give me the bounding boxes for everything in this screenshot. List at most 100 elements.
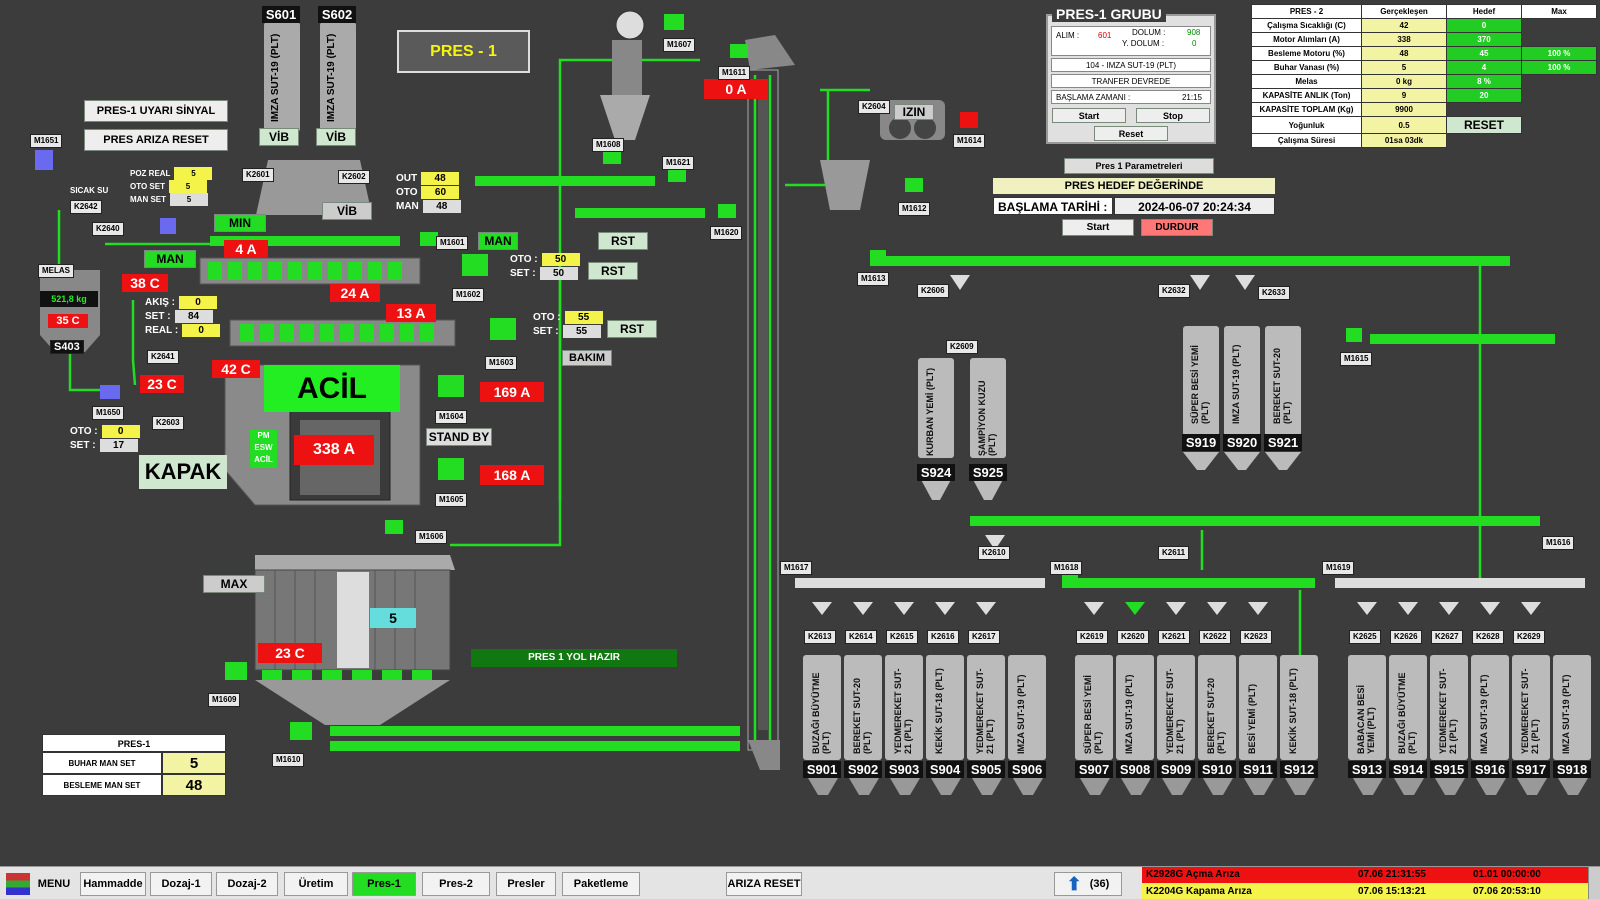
menu-button[interactable]: MENU xyxy=(37,878,71,890)
izin-button[interactable]: IZIN xyxy=(894,104,934,120)
tag-m1611: M1611 xyxy=(718,66,751,80)
group-stop-button[interactable]: Stop xyxy=(1136,108,1210,123)
bakim-button[interactable]: BAKIM xyxy=(562,350,612,366)
tab-hammadde[interactable]: Hammadde xyxy=(80,872,146,896)
real-row: REAL :0 xyxy=(145,324,221,337)
group-reset-button[interactable]: Reset xyxy=(1094,126,1168,141)
stop-button[interactable]: DURDUR xyxy=(1141,219,1213,236)
temp-23-b: 23 C xyxy=(258,643,322,663)
silo-name: YEDMEREKET SUT-21 (PLT) xyxy=(1520,668,1540,754)
silo-id[interactable]: S924 xyxy=(917,464,955,481)
amp-169: 169 A xyxy=(480,382,544,402)
temp-42: 42 C xyxy=(212,360,260,378)
tab-presler[interactable]: Presler xyxy=(496,872,556,896)
akis-row: AKIŞ :0 xyxy=(145,296,218,309)
start-button[interactable]: Start xyxy=(1062,219,1134,236)
max-button[interactable]: MAX xyxy=(203,575,265,593)
tag-k2603: K2603 xyxy=(152,416,184,430)
tag-m1602: M1602 xyxy=(452,288,485,302)
silo-id[interactable]: S919 xyxy=(1182,434,1220,451)
press-params-button[interactable]: Pres 1 Parametreleri xyxy=(1064,158,1214,174)
tag-k2609: K2609 xyxy=(946,340,978,354)
silo-id[interactable]: S906 xyxy=(1008,761,1046,778)
gate-tag: K2615 xyxy=(886,630,918,644)
silo-id[interactable]: S907 xyxy=(1075,761,1113,778)
silo-id[interactable]: S917 xyxy=(1512,761,1550,778)
silo-id[interactable]: S916 xyxy=(1471,761,1509,778)
vib-button-3[interactable]: VİB xyxy=(322,202,372,220)
silo-name: BEREKET SUT-20 (PLT) xyxy=(1206,677,1226,754)
silo-name: ŞAMPİYON KUZU (PLT) xyxy=(977,380,997,456)
vib-button-1[interactable]: VİB xyxy=(259,128,299,146)
silo-id[interactable]: S921 xyxy=(1264,434,1302,451)
silo-id[interactable]: S904 xyxy=(926,761,964,778)
rst-button-1[interactable]: RST xyxy=(598,232,648,250)
tab-pres-2[interactable]: Pres-2 xyxy=(422,872,490,896)
tag-m1606: M1606 xyxy=(415,530,448,544)
gate-tag: K2623 xyxy=(1240,630,1272,644)
silo-id[interactable]: S909 xyxy=(1157,761,1195,778)
menu-icon[interactable] xyxy=(6,873,30,895)
silo-name: YEDMEREKET SUT-21 (PLT) xyxy=(1165,668,1185,754)
silo-id[interactable]: S905 xyxy=(967,761,1005,778)
silo-id[interactable]: S908 xyxy=(1116,761,1154,778)
silo-id[interactable]: S925 xyxy=(969,464,1007,481)
tag-k2610: K2610 xyxy=(978,546,1010,560)
stand-by-button[interactable]: STAND BY xyxy=(426,428,492,446)
amp-338: 338 A xyxy=(294,435,374,465)
alarm-count-button[interactable]: ⬆(36) xyxy=(1054,872,1122,896)
press-fault-reset-button[interactable]: PRES ARIZA RESET xyxy=(84,129,228,151)
man-button-1[interactable]: MAN xyxy=(144,250,196,268)
alim-box: ALIM :601 DOLUM :908 Y. DOLUM :0 xyxy=(1051,26,1211,56)
tab-paketleme[interactable]: Paketleme xyxy=(562,872,640,896)
tag-m1609: M1609 xyxy=(208,693,241,707)
silo-name: YEDMEREKET SUT-21 (PLT) xyxy=(893,668,913,754)
silo-id[interactable]: S902 xyxy=(844,761,882,778)
table-reset-button[interactable]: RESET xyxy=(1446,116,1522,134)
silo-id[interactable]: S903 xyxy=(885,761,923,778)
alarm-scrollbar[interactable] xyxy=(1588,867,1600,899)
gate-tag: K2622 xyxy=(1199,630,1231,644)
silo-id[interactable]: S915 xyxy=(1430,761,1468,778)
vib-button-2[interactable]: VİB xyxy=(316,128,356,146)
tab-dozaj-1[interactable]: Dozaj-1 xyxy=(150,872,212,896)
start-date-value: 2024-06-07 20:24:34 xyxy=(1114,197,1275,215)
silo-id[interactable]: S918 xyxy=(1553,761,1591,778)
amp-13: 13 A xyxy=(386,304,436,322)
tab-dozaj-2[interactable]: Dozaj-2 xyxy=(216,872,278,896)
fault-reset-button[interactable]: ARIZA RESET xyxy=(726,872,802,896)
melas-label: MELAS xyxy=(38,264,74,278)
silo-id[interactable]: S912 xyxy=(1280,761,1318,778)
tag-k2602: K2602 xyxy=(338,170,370,184)
silo-id[interactable]: S914 xyxy=(1389,761,1427,778)
silo-id[interactable]: S920 xyxy=(1223,434,1261,451)
tag-m1651: M1651 xyxy=(30,134,63,148)
silo-id[interactable]: S901 xyxy=(803,761,841,778)
emergency-indicator[interactable]: ACİL xyxy=(264,365,400,412)
tab-pres-1[interactable]: Pres-1 xyxy=(352,872,416,896)
silo-id[interactable]: S913 xyxy=(1348,761,1386,778)
tag-m1621: M1621 xyxy=(662,156,695,170)
rst-button-2[interactable]: RST xyxy=(588,262,638,280)
gate-tag: K2626 xyxy=(1390,630,1422,644)
warning-signal-button[interactable]: PRES-1 UYARI SİNYAL xyxy=(84,100,228,122)
silo-id[interactable]: S910 xyxy=(1198,761,1236,778)
rst-button-3[interactable]: RST xyxy=(607,320,657,338)
min-button[interactable]: MIN xyxy=(214,214,266,232)
silo-id[interactable]: S911 xyxy=(1239,761,1277,778)
silo-name: BEREKET SUT-20 (PLT) xyxy=(1272,347,1292,424)
silo-s602-id: S602 xyxy=(318,6,356,23)
gate-tag: K2621 xyxy=(1158,630,1190,644)
tab-uretim[interactable]: Üretim xyxy=(284,872,348,896)
man-button-2[interactable]: MAN xyxy=(478,232,518,250)
group-start-button[interactable]: Start xyxy=(1052,108,1126,123)
page-title: PRES - 1 xyxy=(397,30,530,73)
